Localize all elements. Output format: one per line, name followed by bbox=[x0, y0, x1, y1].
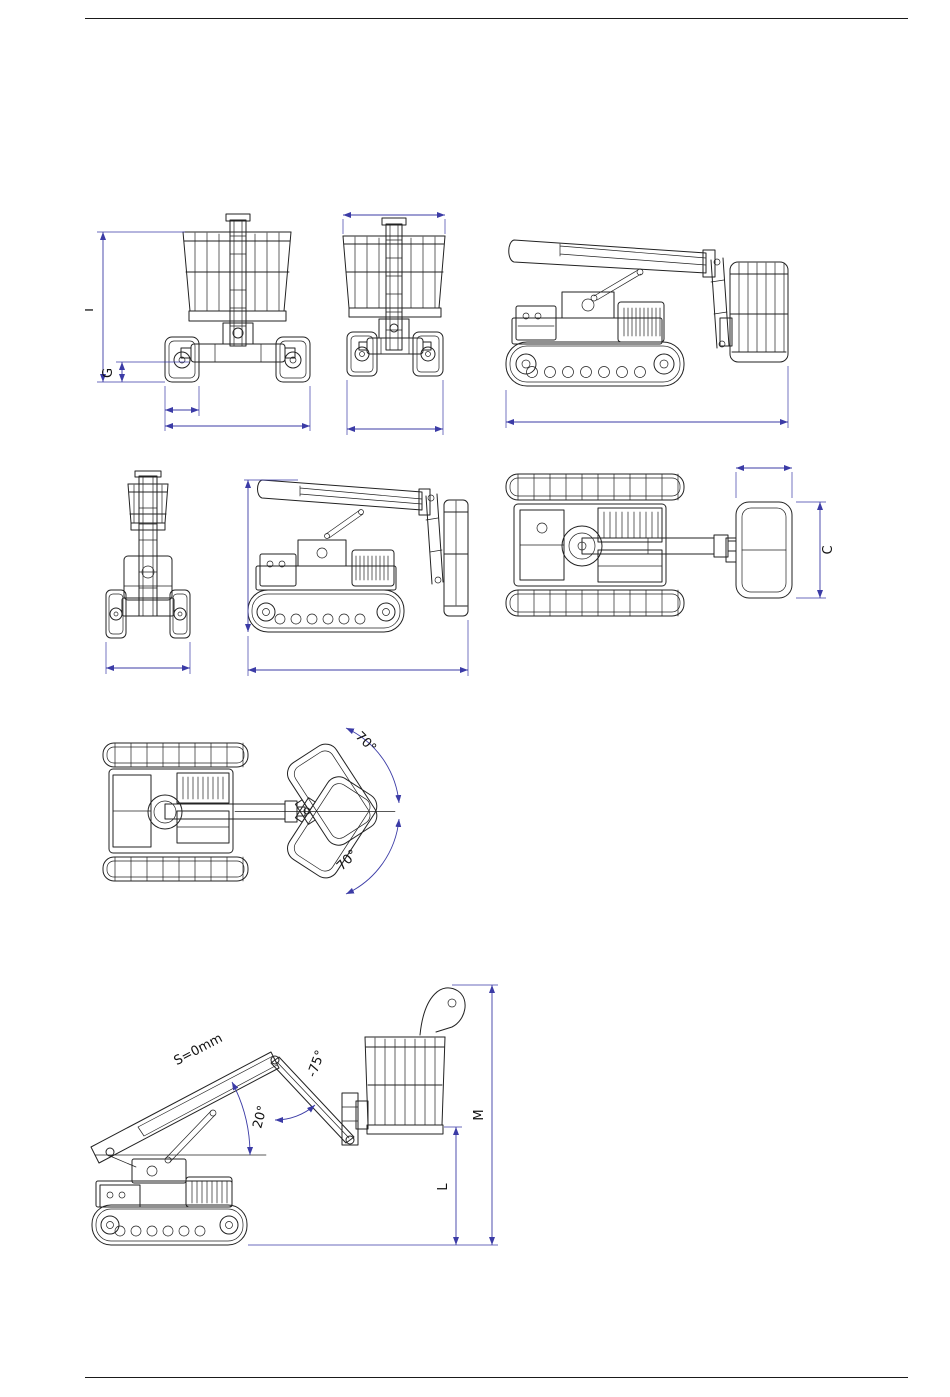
turret-housing bbox=[123, 555, 173, 601]
boom-angle-label: 20° bbox=[250, 1104, 270, 1130]
mast bbox=[225, 213, 251, 347]
figure-front-view-width bbox=[342, 212, 446, 435]
basket bbox=[364, 1036, 446, 1135]
boom bbox=[581, 534, 737, 558]
machine-side-view bbox=[90, 987, 466, 1246]
lower-track bbox=[505, 589, 685, 617]
page-top-rule bbox=[85, 18, 908, 19]
basket-control-stand bbox=[419, 987, 466, 1036]
witness-lines bbox=[105, 642, 191, 674]
chassis bbox=[121, 597, 175, 617]
boom bbox=[257, 479, 431, 516]
dimension-annotations bbox=[105, 642, 191, 674]
dim-label-L: L bbox=[436, 1183, 451, 1191]
right-track bbox=[169, 589, 191, 639]
figure-top-view: C bbox=[505, 465, 836, 617]
control-box bbox=[515, 305, 557, 341]
left-track bbox=[346, 331, 378, 377]
articulation-angle-label: -75° bbox=[305, 1048, 329, 1079]
dimension-annotations bbox=[244, 479, 469, 676]
right-track bbox=[412, 331, 444, 377]
articulated-arm bbox=[270, 1055, 355, 1145]
engine-housing bbox=[617, 301, 665, 343]
track-undercarriage bbox=[247, 589, 405, 633]
turret-ring bbox=[147, 794, 183, 830]
figure-side-view-stowed bbox=[505, 239, 789, 428]
folded-basket bbox=[127, 483, 169, 531]
basket-rotated-up bbox=[287, 743, 378, 846]
machine-side-view bbox=[505, 239, 789, 387]
turret bbox=[255, 539, 397, 591]
lower-track bbox=[102, 856, 249, 882]
articulation-angle-arc bbox=[274, 1104, 316, 1124]
machine-top-view bbox=[505, 473, 793, 617]
left-track bbox=[164, 336, 200, 383]
basket-support bbox=[341, 1092, 369, 1146]
witness-lines bbox=[735, 472, 826, 599]
witness-lines bbox=[248, 984, 498, 1246]
chassis bbox=[180, 343, 296, 363]
articulation-arm bbox=[710, 257, 730, 349]
dim-label-C: C bbox=[821, 545, 836, 554]
machine-front-view bbox=[342, 217, 446, 377]
basket-rotated-down bbox=[287, 776, 378, 879]
basket-top-view bbox=[725, 501, 793, 599]
control-box bbox=[259, 553, 297, 587]
machine-top-view bbox=[102, 742, 396, 882]
boom-raised bbox=[90, 1051, 280, 1168]
lift-cylinder bbox=[324, 509, 364, 539]
lift-cylinder bbox=[164, 1109, 217, 1164]
mast bbox=[134, 470, 162, 617]
dim-label-I: I bbox=[85, 308, 97, 312]
dimension-annotations: 20° S=0mm -75° M L bbox=[172, 984, 498, 1246]
figure-side-view-overall bbox=[244, 479, 469, 676]
track-undercarriage bbox=[505, 341, 685, 387]
telescope-label: S=0mm bbox=[172, 1031, 226, 1069]
witness-lines bbox=[342, 219, 446, 435]
dimension-annotations bbox=[342, 212, 446, 435]
chassis-deck bbox=[513, 503, 667, 587]
left-track bbox=[105, 589, 127, 639]
boom-head bbox=[378, 318, 410, 339]
angle-annotations: 70° 70° bbox=[334, 727, 402, 895]
machine-front-view bbox=[105, 470, 191, 639]
chassis-deck bbox=[108, 768, 234, 854]
lift-cylinder bbox=[590, 268, 644, 302]
dim-label-M: M bbox=[472, 1109, 487, 1120]
figure-front-view-dims: I G bbox=[85, 213, 311, 431]
track-undercarriage bbox=[91, 1204, 248, 1246]
dimension-annotations bbox=[505, 366, 789, 428]
figure-top-view-basket-rotation: 70° 70° bbox=[102, 727, 402, 895]
machine-side-view bbox=[247, 479, 469, 633]
dimension-annotations: C bbox=[735, 465, 836, 599]
machine-front-view bbox=[164, 213, 311, 383]
mast bbox=[381, 217, 407, 351]
right-track bbox=[275, 336, 311, 383]
chassis bbox=[358, 337, 432, 355]
upper-track bbox=[102, 742, 249, 768]
engine-housing bbox=[351, 549, 395, 587]
witness-lines bbox=[505, 366, 789, 428]
witness-lines bbox=[97, 231, 311, 431]
swing-arc-upper bbox=[345, 727, 402, 804]
figure-side-view-working: 20° S=0mm -75° M L bbox=[90, 984, 498, 1246]
basket bbox=[443, 499, 469, 617]
boom bbox=[508, 239, 716, 278]
articulation-arm bbox=[425, 493, 444, 585]
upper-track bbox=[505, 473, 685, 501]
page-bottom-rule bbox=[85, 1377, 908, 1378]
body bbox=[95, 1176, 233, 1208]
basket bbox=[182, 231, 292, 322]
basket bbox=[719, 261, 789, 363]
dimension-annotations: I G bbox=[85, 231, 311, 431]
figure-front-view-narrow bbox=[105, 470, 191, 674]
boom-angle-arc bbox=[231, 1081, 254, 1156]
turret bbox=[511, 291, 663, 345]
basket bbox=[342, 235, 446, 318]
turret bbox=[131, 1158, 187, 1184]
swing-arc-lower bbox=[345, 818, 402, 895]
dim-label-G: G bbox=[101, 368, 116, 378]
